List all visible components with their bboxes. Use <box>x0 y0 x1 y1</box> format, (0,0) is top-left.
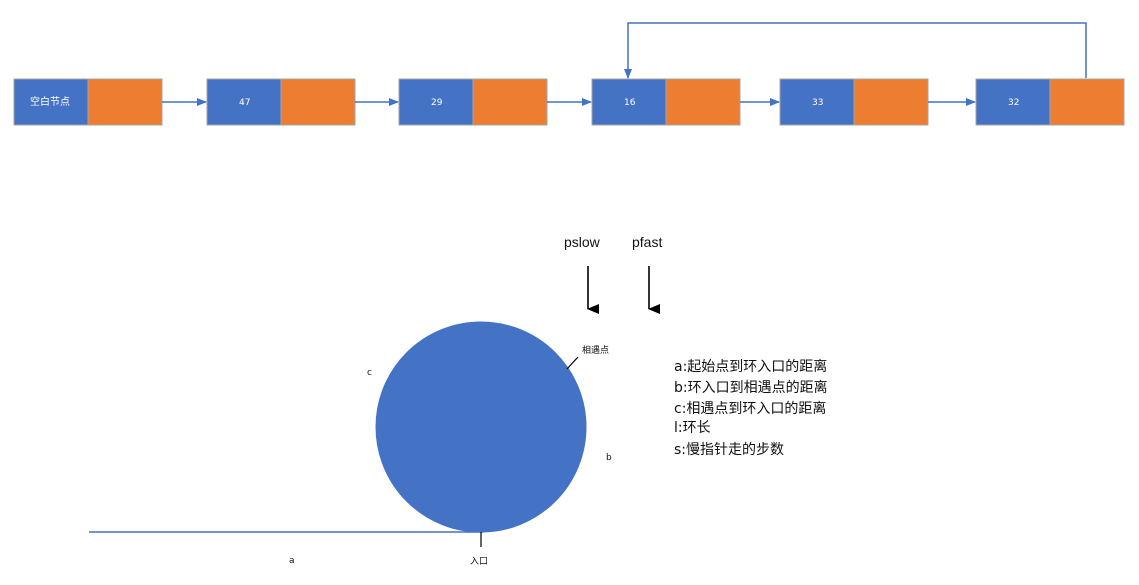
node-value-label: 空白节点 <box>30 95 70 108</box>
list-node: 16 <box>591 78 741 126</box>
node-value-cell <box>975 78 1051 126</box>
node-value-cell <box>13 78 89 126</box>
node-value-cell <box>206 78 282 126</box>
cycle-back-arrow <box>624 22 1087 79</box>
linked-list: 空白节点 47 29 16 33 32 <box>13 78 1125 126</box>
node-value-cell <box>591 78 667 126</box>
pslow-label: pslow <box>564 234 601 250</box>
list-node: 32 <box>975 78 1125 126</box>
node-next-cell <box>280 78 356 126</box>
list-node: 33 <box>779 78 929 126</box>
list-node: 47 <box>206 78 356 126</box>
node-next-cell <box>853 78 929 126</box>
segment-c-label: c <box>367 368 372 378</box>
meet-point-tick <box>566 356 579 370</box>
meet-point-label: 相遇点 <box>582 344 609 356</box>
node-value-cell <box>779 78 855 126</box>
cycle-ring <box>375 321 587 533</box>
list-node: 空白节点 <box>13 78 163 126</box>
node-value-cell <box>398 78 474 126</box>
entry-label: 入口 <box>470 556 488 567</box>
legend-item: a:起始点到环入口的距离 <box>674 358 827 375</box>
pfast-label: pfast <box>632 234 662 250</box>
legend-item: b:环入口到相遇点的距离 <box>674 379 828 396</box>
node-next-cell <box>665 78 741 126</box>
list-node: 29 <box>398 78 548 126</box>
node-next-cell <box>87 78 163 126</box>
legend-item: c:相遇点到环入口的距离 <box>674 400 826 417</box>
segment-b-label: b <box>606 453 612 463</box>
legend: a:起始点到环入口的距离 b:环入口到相遇点的距离 c:相遇点到环入口的距离 l… <box>674 358 828 458</box>
legend-item: s:慢指针走的步数 <box>674 441 784 458</box>
segment-a-label: a <box>289 556 295 566</box>
node-next-cell <box>472 78 548 126</box>
node-value-label: 33 <box>812 98 823 108</box>
node-value-label: 47 <box>239 98 250 108</box>
node-value-label: 32 <box>1008 98 1019 108</box>
node-value-label: 16 <box>624 98 636 108</box>
legend-item: l:环长 <box>674 420 711 436</box>
node-next-cell <box>1049 78 1125 126</box>
node-value-label: 29 <box>431 98 443 108</box>
